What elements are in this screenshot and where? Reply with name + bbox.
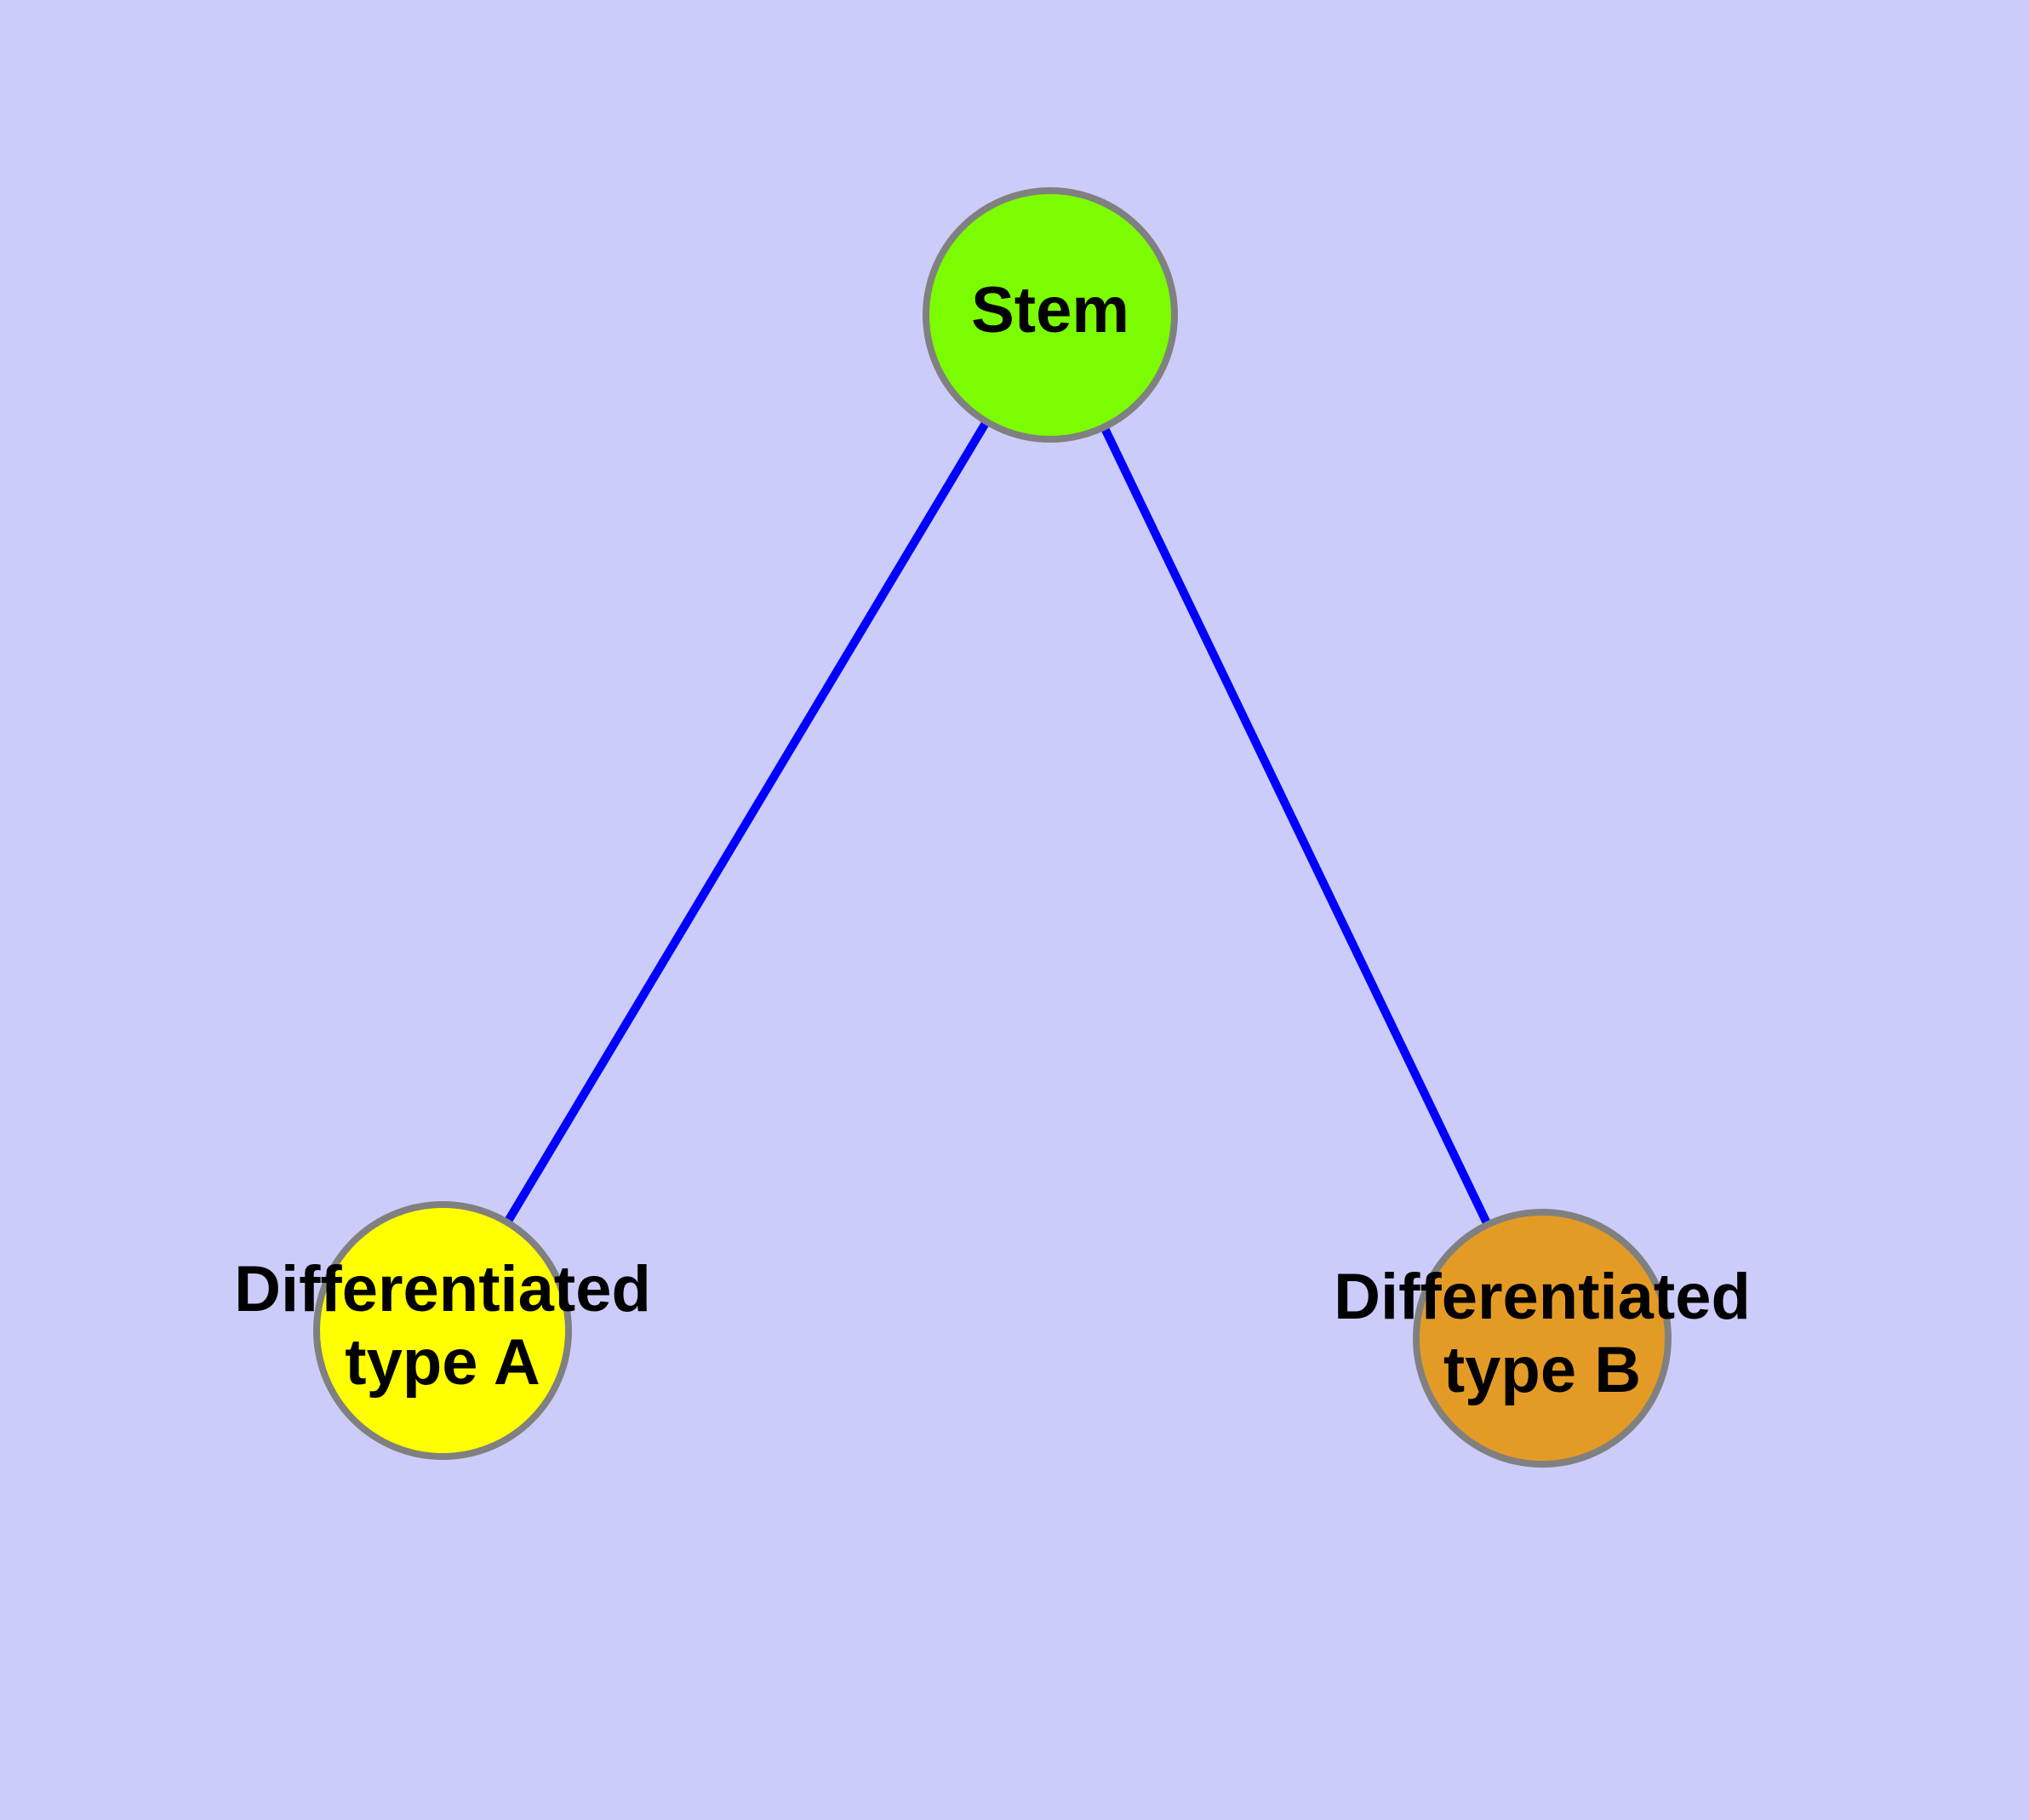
node-circle-diff_a[interactable] <box>313 1201 572 1460</box>
node-label-stem: Stem <box>971 274 1129 346</box>
node-label-line: Differentiated <box>1334 1261 1751 1333</box>
edge-stem-to-diff_a <box>504 421 990 1223</box>
edge-layer <box>504 421 1491 1225</box>
node-label-line: Stem <box>971 274 1129 346</box>
node-label-line: type B <box>1443 1334 1641 1406</box>
node-label-line: Differentiated <box>234 1253 651 1325</box>
edge-stem-to-diff_b <box>1100 426 1491 1225</box>
node-circle-diff_b[interactable] <box>1413 1209 1672 1468</box>
node-circle-stem[interactable] <box>923 187 1178 443</box>
node-label-line: type A <box>345 1326 540 1399</box>
node-layer <box>313 187 1672 1468</box>
